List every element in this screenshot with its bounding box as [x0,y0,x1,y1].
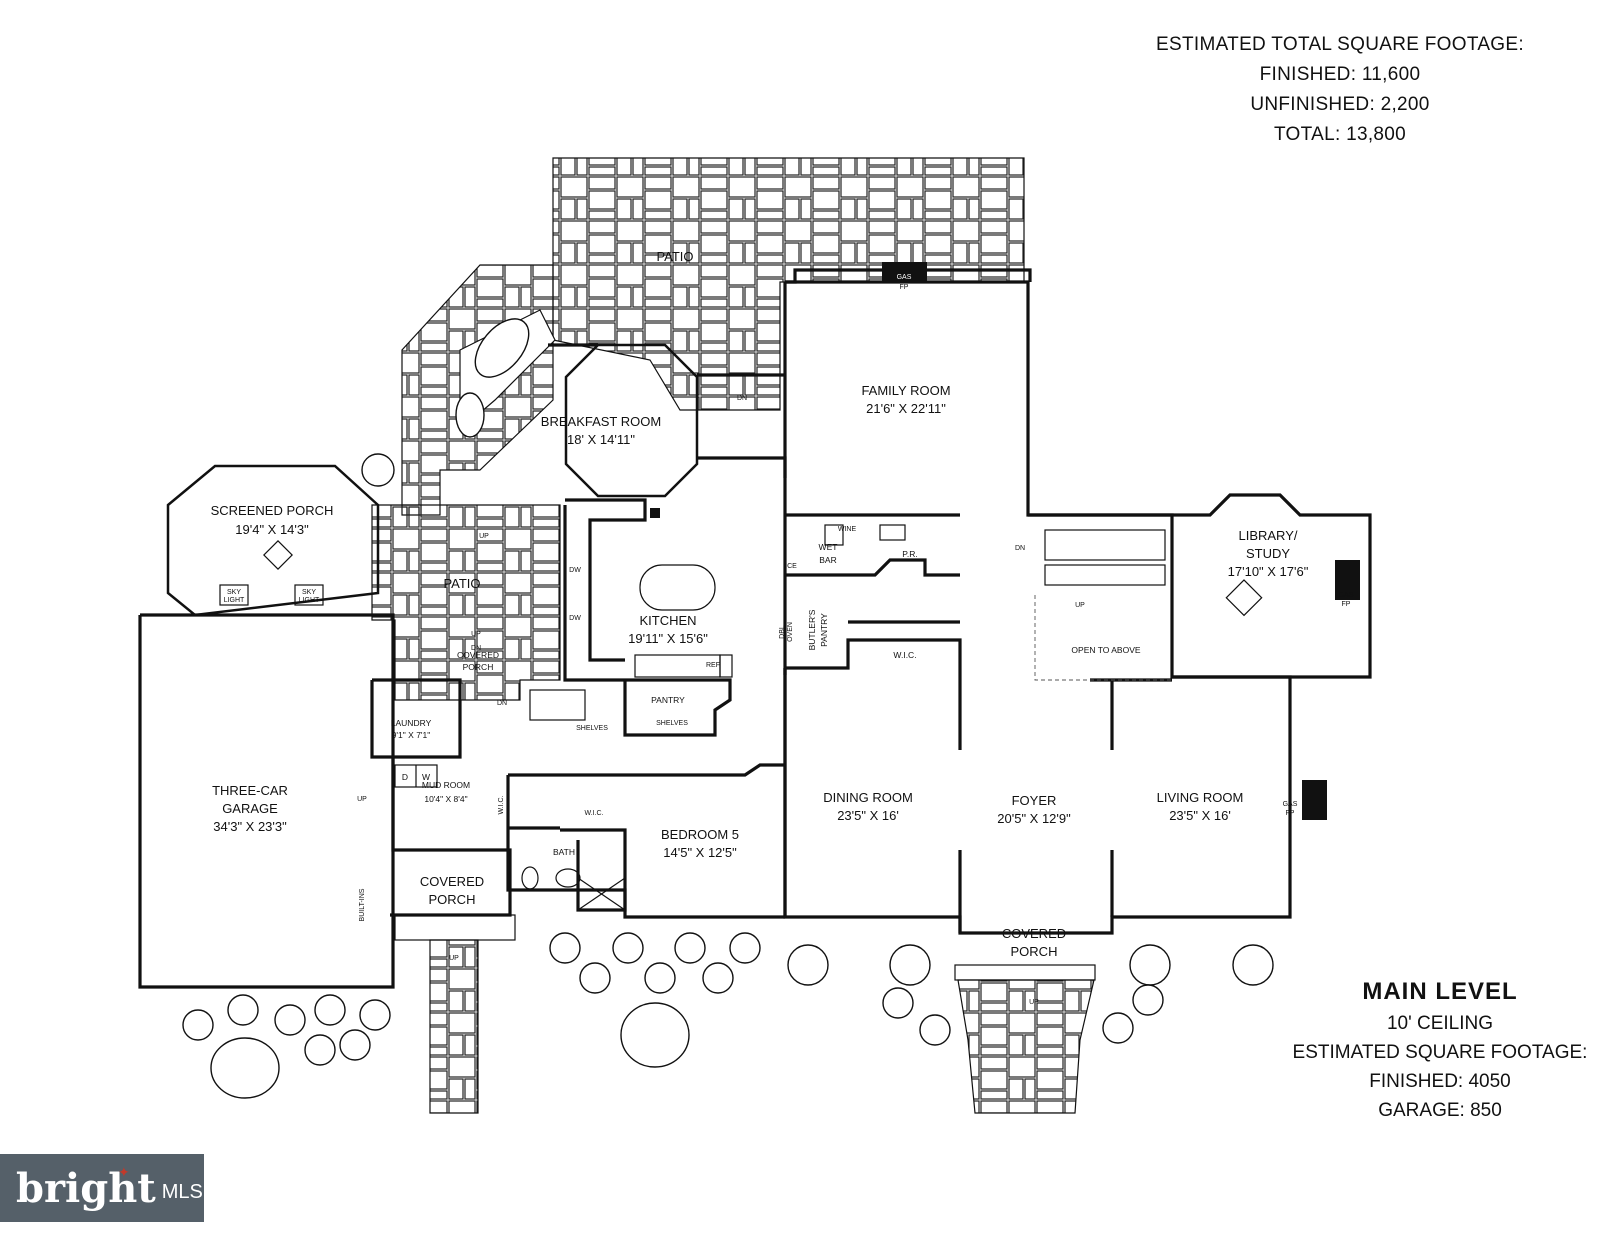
garage-label-1: THREE-CAR [212,783,288,798]
foyer-label: FOYER [1012,793,1057,808]
up-label-4: UP [1029,999,1039,1006]
total-footage-heading: ESTIMATED TOTAL SQUARE FOOTAGE: [1156,34,1524,55]
up-label-2: UP [357,796,367,803]
up-label-5: UP [1075,602,1085,609]
mud-room-dim: 10'4" X 8'4" [424,794,467,804]
family-room-label: FAMILY ROOM [861,383,950,398]
living-room-dim: 23'5" X 16' [1169,808,1231,823]
patio-left-label: PATIO [443,576,480,591]
level-info-block: MAIN LEVEL 10' CEILING ESTIMATED SQUARE … [1290,975,1590,1125]
garage-dim: 34'3" X 23'3" [213,819,287,834]
total-total: TOTAL: 13,800 [1273,124,1407,145]
covered-porch-front-1: COVERED [1002,926,1066,941]
laundry-dim: 9'1" X 7'1" [392,730,431,740]
garage-label-2: GARAGE [222,801,278,816]
level-ceiling: 10' CEILING [1386,1013,1494,1034]
library-label: LIBRARY/ [1238,528,1297,543]
gas-fp-library-1: GAS [1339,592,1354,599]
dw-label-1: DW [569,567,581,574]
pantry-label: PANTRY [651,695,685,705]
up-label-3: UP [449,955,459,962]
screened-porch-dim: 19'4" X 14'3" [235,522,309,537]
living-room-label: LIVING ROOM [1157,790,1244,805]
breakfast-room-dim: 18' X 14'11" [567,432,635,447]
bedroom5-dim: 14'5" X 12'5" [663,845,737,860]
ice-label: ICE [785,563,797,570]
landscape-shrubs [182,453,1274,1099]
level-finished: FINISHED: 4050 [1369,1071,1511,1092]
bath-label: BATH [553,847,575,857]
ref-label: REF [706,662,720,669]
breakfast-room-label: BREAKFAST ROOM [541,414,661,429]
up-label-1: UP [479,533,489,540]
total-unfinished: UNFINISHED: 2,200 [1250,94,1430,115]
wet-bar-label-1: WET [819,542,838,552]
level-title: MAIN LEVEL [1362,978,1518,1005]
dn-label-3: DN [497,700,507,707]
room-labels: PATIO FAMILY ROOM 21'6" X 22'11" BREAKFA… [211,249,1354,1006]
patio-planters [455,318,530,438]
butlers-pantry-label-2: PANTRY [819,613,829,647]
wic-b-label: W.I.C. [498,795,505,814]
wic-main-label: W.I.C. [893,650,916,660]
logo-spark-icon: ✦ [118,1164,130,1180]
dbl-oven-label-2: OVEN [787,622,794,642]
powder-room-label: P.R. [902,549,917,559]
dn-label-2: DN [1015,545,1025,552]
dn-label-1: DN [737,395,747,402]
level-footage-heading: ESTIMATED SQUARE FOOTAGE: [1292,1042,1588,1063]
exterior-walls [138,268,1372,989]
bright-mls-logo: bright MLS ✦ [0,1154,204,1222]
shelves-label-1: SHELVES [656,720,688,727]
covered-porch-small-1: COVERED [457,650,499,660]
kitchen-dim: 19'11" X 15'6" [628,631,708,646]
gas-fp-family-1: GAS [897,274,912,281]
dn-label-4: DN [471,645,481,652]
patio-top-label: PATIO [656,249,693,264]
skylight-2-a: SKY [302,589,316,596]
dining-room-label: DINING ROOM [823,790,913,805]
skylight-1-a: SKY [227,589,241,596]
built-ins-label: BUILT-INS [359,888,366,921]
gas-fp-family-2: FP [900,284,909,291]
total-finished: FINISHED: 11,600 [1259,64,1421,85]
dw-label-2: DW [569,615,581,622]
gas-fp-library-2: FP [1342,601,1351,608]
library-dim: 17'10" X 17'6" [1228,564,1309,579]
foyer-dim: 20'5" X 12'9" [997,811,1071,826]
interior-details [219,262,1360,981]
dining-room-dim: 23'5" X 16' [837,808,899,823]
gas-fp-living-1: GAS [1283,801,1298,808]
logo-suffix: MLS [161,1180,203,1203]
dryer-label: D [402,772,408,782]
wic-a-label: W.I.C. [584,810,603,817]
bedroom5-label: BEDROOM 5 [661,827,739,842]
skylight-2-b: LIGHT [299,597,320,604]
covered-porch-left-2: PORCH [429,892,476,907]
butlers-pantry-label-1: BUTLER'S [807,609,817,650]
skylight-1-b: LIGHT [224,597,245,604]
covered-porch-front-2: PORCH [1011,944,1058,959]
open-to-above-label: OPEN TO ABOVE [1071,645,1140,655]
logo-brand: bright [16,1164,156,1212]
total-footage-block: ESTIMATED TOTAL SQUARE FOOTAGE: FINISHED… [1130,30,1550,150]
gas-fp-living-2: FP [1286,810,1295,817]
kitchen-label: KITCHEN [639,613,696,628]
wine-label: WINE [838,526,857,533]
wet-bar-label-2: BAR [819,555,836,565]
screened-porch-label: SCREENED PORCH [211,503,334,518]
up-label-6: UP [471,631,481,638]
mud-room-label: MUD ROOM [422,780,470,790]
laundry-label: LAUNDRY [391,718,432,728]
study-label: STUDY [1246,546,1290,561]
shelves-label-2: SHELVES [576,725,608,732]
family-room-dim: 21'6" X 22'11" [866,401,946,416]
washer-label: W [422,772,430,782]
covered-porch-left-1: COVERED [420,874,484,889]
level-garage: GARAGE: 850 [1378,1100,1502,1121]
dbl-oven-label-1: DBL [779,625,786,639]
covered-porch-small-2: PORCH [463,662,494,672]
